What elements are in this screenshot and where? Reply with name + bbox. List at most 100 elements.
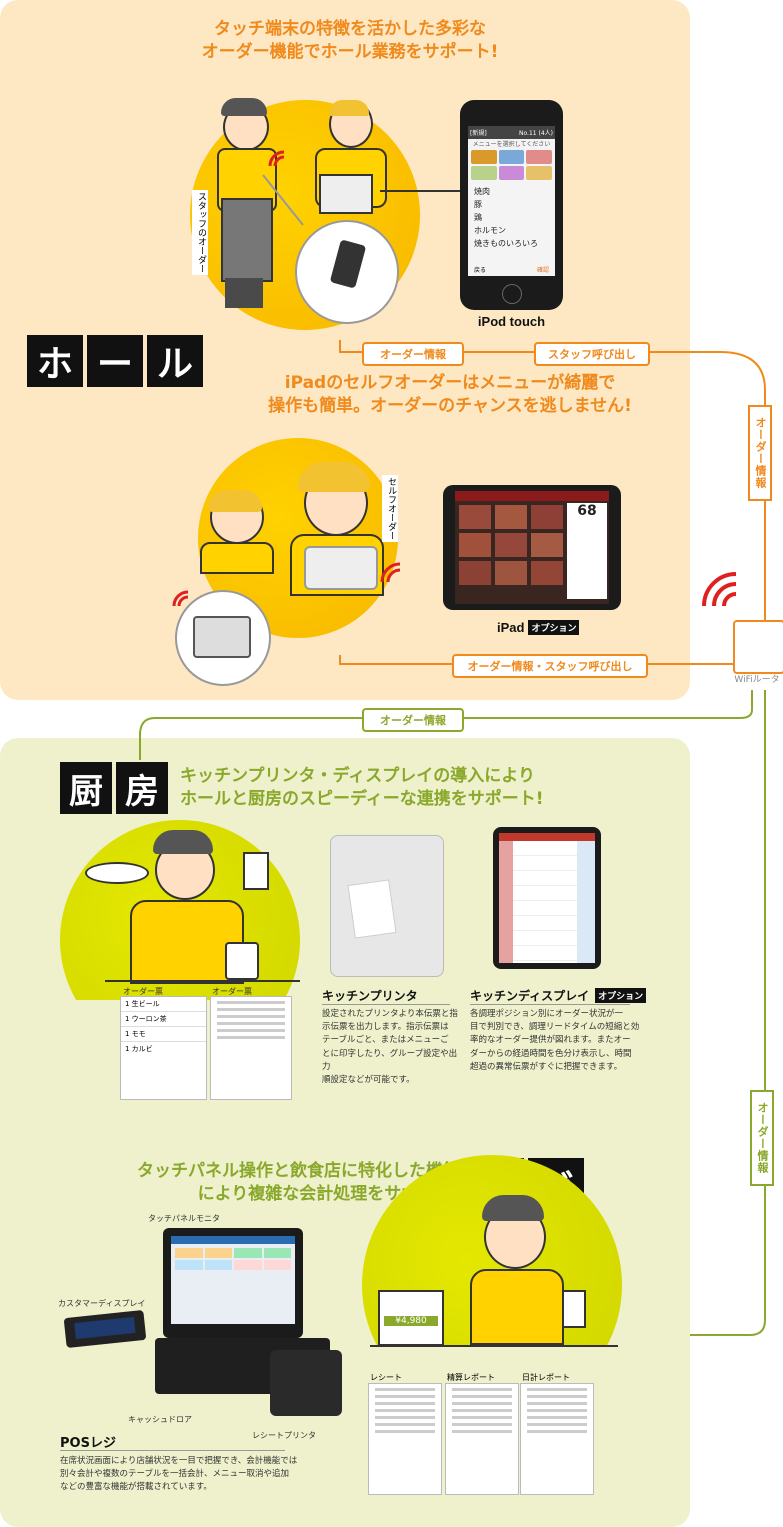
report-row [527, 1388, 587, 1391]
ipod-confirm-button[interactable]: 確認 [536, 267, 549, 274]
report-row [452, 1395, 512, 1398]
ipod-menu-item[interactable]: 焼肉 [474, 187, 490, 196]
ipad-food-grid [455, 501, 609, 589]
printer-desc-line: 設定されたプリンタより本伝票と指 [322, 1009, 458, 1019]
food-tile[interactable] [495, 533, 527, 557]
ipod-touch-device: [新規] No.11 (4人) メニューを選択してください 焼肉 豚 鶏 ホルモ… [460, 100, 563, 310]
ipod-menu-item[interactable]: 豚 [474, 200, 482, 209]
pos-header [171, 1236, 295, 1244]
food-tile[interactable] [531, 561, 563, 585]
ipod-screen: [新規] No.11 (4人) メニューを選択してください 焼肉 豚 鶏 ホルモ… [468, 126, 555, 276]
ipod-cat-btn[interactable] [471, 166, 497, 180]
report-row [527, 1430, 587, 1433]
display-title: キッチンディスプレイ [470, 989, 590, 1003]
receipt-row [375, 1388, 435, 1391]
food-plate-icon [85, 862, 149, 884]
vertical-tag-order-info-bottom: オーダー情報 [750, 1090, 774, 1186]
hand-phone-zoom [295, 220, 399, 324]
order-slip-icon [243, 852, 269, 890]
printer-desc: 設定されたプリンタより本伝票と指 示伝票を出力します。指示伝票は テーブルごと、… [322, 1008, 458, 1087]
food-tile[interactable] [459, 505, 491, 529]
pos-key[interactable] [234, 1260, 262, 1270]
pos-key[interactable] [175, 1260, 203, 1270]
hall-headline-2: iPadのセルフオーダーはメニューが綺麗で 操作も簡単。オーダーのチャンスを逃し… [220, 372, 680, 418]
settlement-report [445, 1383, 519, 1495]
kitchen-title-char: 房 [116, 762, 168, 814]
printer-title: キッチンプリンタ [322, 989, 418, 1003]
pos-key[interactable] [175, 1248, 203, 1258]
touch-panel-monitor [163, 1228, 303, 1338]
kitchen-display-screen [499, 833, 595, 963]
food-tile[interactable] [495, 561, 527, 585]
pos-key[interactable] [204, 1260, 232, 1270]
ipad-device: 68 [443, 485, 621, 610]
kitchen-display-device [493, 827, 601, 969]
ipod-back-button[interactable]: 戻る [474, 267, 487, 274]
display-desc-line: 各調理ポジション別にオーダー状況が一 [470, 1009, 624, 1019]
report-row [452, 1402, 512, 1405]
divider [470, 1004, 630, 1005]
display-desc-line: ダーからの経過時間を色分け表示し、時間 [470, 1048, 632, 1059]
ticket-row [217, 1036, 285, 1039]
ipod-cat-btn[interactable] [498, 150, 525, 164]
pos-title: POSレジ [60, 1436, 116, 1451]
receipt-paper [368, 1383, 442, 1495]
receipt-row [375, 1416, 435, 1419]
ipad-screen: 68 [455, 491, 609, 604]
ipod-cat-btn[interactable] [526, 166, 552, 180]
cashier-figure [470, 1195, 564, 1345]
food-tile[interactable] [531, 505, 563, 529]
tag-order-info-kitchen: オーダー情報 [362, 708, 464, 732]
kitchen-section-title: 厨 房 [60, 762, 168, 814]
tag-staff-call: スタッフ呼び出し [534, 342, 650, 366]
ipod-cat-btn[interactable] [498, 166, 525, 180]
hall-headline2-line1: iPadのセルフオーダーはメニューが綺麗で [284, 373, 616, 393]
receipt-row [375, 1430, 435, 1433]
hall-headline-line1: タッチ端末の特徴を活かした多彩な [214, 19, 486, 39]
pos-desc-line: などの豊富な機能が搭載されています。 [60, 1482, 212, 1493]
report-row [452, 1409, 512, 1412]
mother-hair [298, 462, 370, 492]
ticket-label-1: オーダー票 [123, 987, 163, 996]
food-tile[interactable] [459, 533, 491, 557]
display-desc-line: 超過の異常伝票がすぐに把握できます。 [470, 1061, 623, 1072]
kitchen-title-char: 厨 [60, 762, 112, 814]
pos-key[interactable] [204, 1248, 232, 1258]
vertical-tag-order-info-top: オーダー情報 [748, 405, 772, 501]
ipod-caption: iPod touch [477, 314, 546, 329]
phone-icon [329, 239, 367, 289]
staff-order-label: スタッフのオーダー [192, 190, 208, 275]
ipod-prompt: メニューを選択してください [472, 141, 551, 148]
counter-line [105, 980, 300, 982]
pos-key[interactable] [263, 1248, 291, 1258]
customer-figure [315, 100, 387, 220]
display-desc-line: 率的なオーダー提供が図れます。またオー [470, 1035, 631, 1046]
hall-title-char: ホ [27, 335, 83, 387]
ipod-cat-btn[interactable] [471, 150, 497, 164]
food-tile[interactable] [459, 561, 491, 585]
hand-tablet-zoom [175, 590, 271, 686]
printer-desc-line: テーブルごと、またはメニューご [322, 1035, 449, 1046]
ipod-menu-item[interactable]: 焼きものいろいろ [474, 239, 538, 248]
report-row [527, 1423, 587, 1426]
report-row [527, 1416, 587, 1419]
monitor-screen [171, 1236, 295, 1324]
kitchen-headline-line2: ホールと厨房のスピーディーな連携をサポート! [180, 788, 544, 809]
food-tile[interactable] [495, 505, 527, 529]
ipod-cat-btn[interactable] [526, 150, 552, 164]
ipod-menu-item[interactable]: 鶏 [474, 213, 482, 222]
ipod-top-right: No.11 (4人) [518, 130, 553, 137]
food-tile[interactable] [531, 533, 563, 557]
tablet-small-icon [193, 616, 251, 658]
receipt-row [375, 1395, 435, 1398]
report-row [527, 1409, 587, 1412]
router-label: WiFiルータ [734, 675, 780, 685]
receipt-label: レシート [370, 1373, 402, 1382]
ipod-menu-item[interactable]: ホルモン [474, 226, 506, 235]
pos-key[interactable] [234, 1248, 262, 1258]
kitchen-headline: キッチンプリンタ・ディスプレイの導入により ホールと厨房のスピーディーな連携をサ… [180, 765, 640, 811]
pos-key[interactable] [263, 1260, 291, 1270]
printed-slip [347, 879, 397, 939]
kd-table-column [499, 841, 513, 963]
staff-apron [221, 198, 273, 282]
